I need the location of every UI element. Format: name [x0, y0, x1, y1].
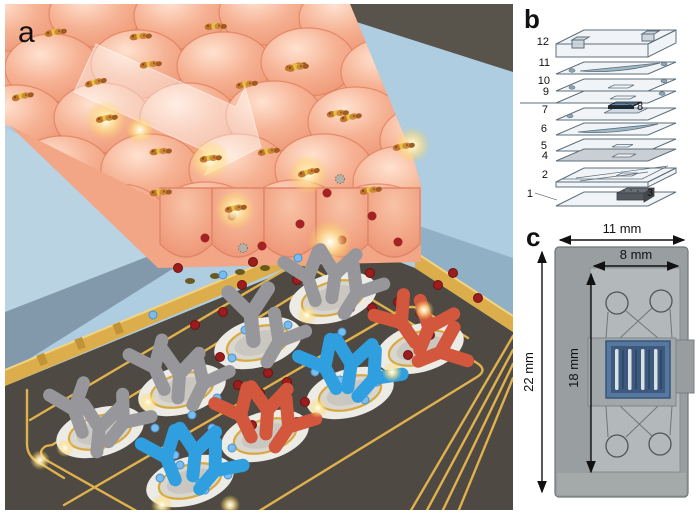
dim-label-22mm: 22 mm	[521, 352, 536, 392]
dimension-annotations: 11 mm 8 mm 22 mm 18 mm	[521, 221, 686, 494]
fluidic-ports	[605, 289, 673, 458]
heater-chip-3	[616, 187, 655, 203]
label-7: 7	[542, 104, 548, 116]
sensor-substrate	[5, 244, 513, 510]
label-9: 9	[543, 86, 549, 98]
layer-6-channel-plate	[555, 122, 677, 136]
panel-a-label: a	[18, 16, 35, 49]
layer-2-tray	[555, 165, 677, 188]
layer-7-sensor-plate	[555, 101, 677, 121]
panel-c-chip-drawing: 11 mm 8 mm 22 mm 18 mm c	[521, 221, 695, 498]
label-11: 11	[539, 57, 550, 69]
device-layer-stack	[520, 29, 677, 207]
label-12: 12	[537, 36, 549, 48]
layer-1-base-plate	[555, 191, 677, 207]
label-1: 1	[527, 188, 533, 200]
dim-label-8mm: 8 mm	[620, 247, 653, 262]
electrode-array	[605, 340, 671, 399]
panel-b-exploded-view: 12 11 10 9 7 8 6 5 4 2 1 3 b	[520, 4, 677, 207]
label-6: 6	[541, 123, 547, 135]
dim-label-18mm: 18 mm	[566, 348, 581, 388]
panel-c-label: c	[526, 222, 540, 252]
label-10: 10	[538, 75, 550, 87]
channel-paths	[605, 307, 673, 438]
label-5: 5	[541, 140, 547, 152]
layer-4-plate	[555, 148, 677, 162]
label-2: 2	[542, 169, 548, 181]
layer-number-labels: 12 11 10 9 7 8 6 5 4 2 1 3	[527, 36, 653, 201]
panel-a-illustration: a	[5, 4, 513, 510]
layer-12-manifold	[555, 29, 677, 58]
label-8: 8	[637, 101, 643, 113]
sensor-chip-8	[607, 101, 643, 109]
panel-b-label: b	[524, 4, 540, 34]
trace-bundle	[409, 334, 513, 510]
trace-sparks	[30, 300, 434, 510]
cell-cross-section	[159, 187, 421, 258]
layer-11-channel-plate	[555, 61, 677, 75]
layer-10-plate	[555, 78, 677, 92]
label-4: 4	[542, 150, 548, 162]
label-3: 3	[647, 187, 653, 199]
dim-label-11mm: 11 mm	[603, 221, 642, 236]
